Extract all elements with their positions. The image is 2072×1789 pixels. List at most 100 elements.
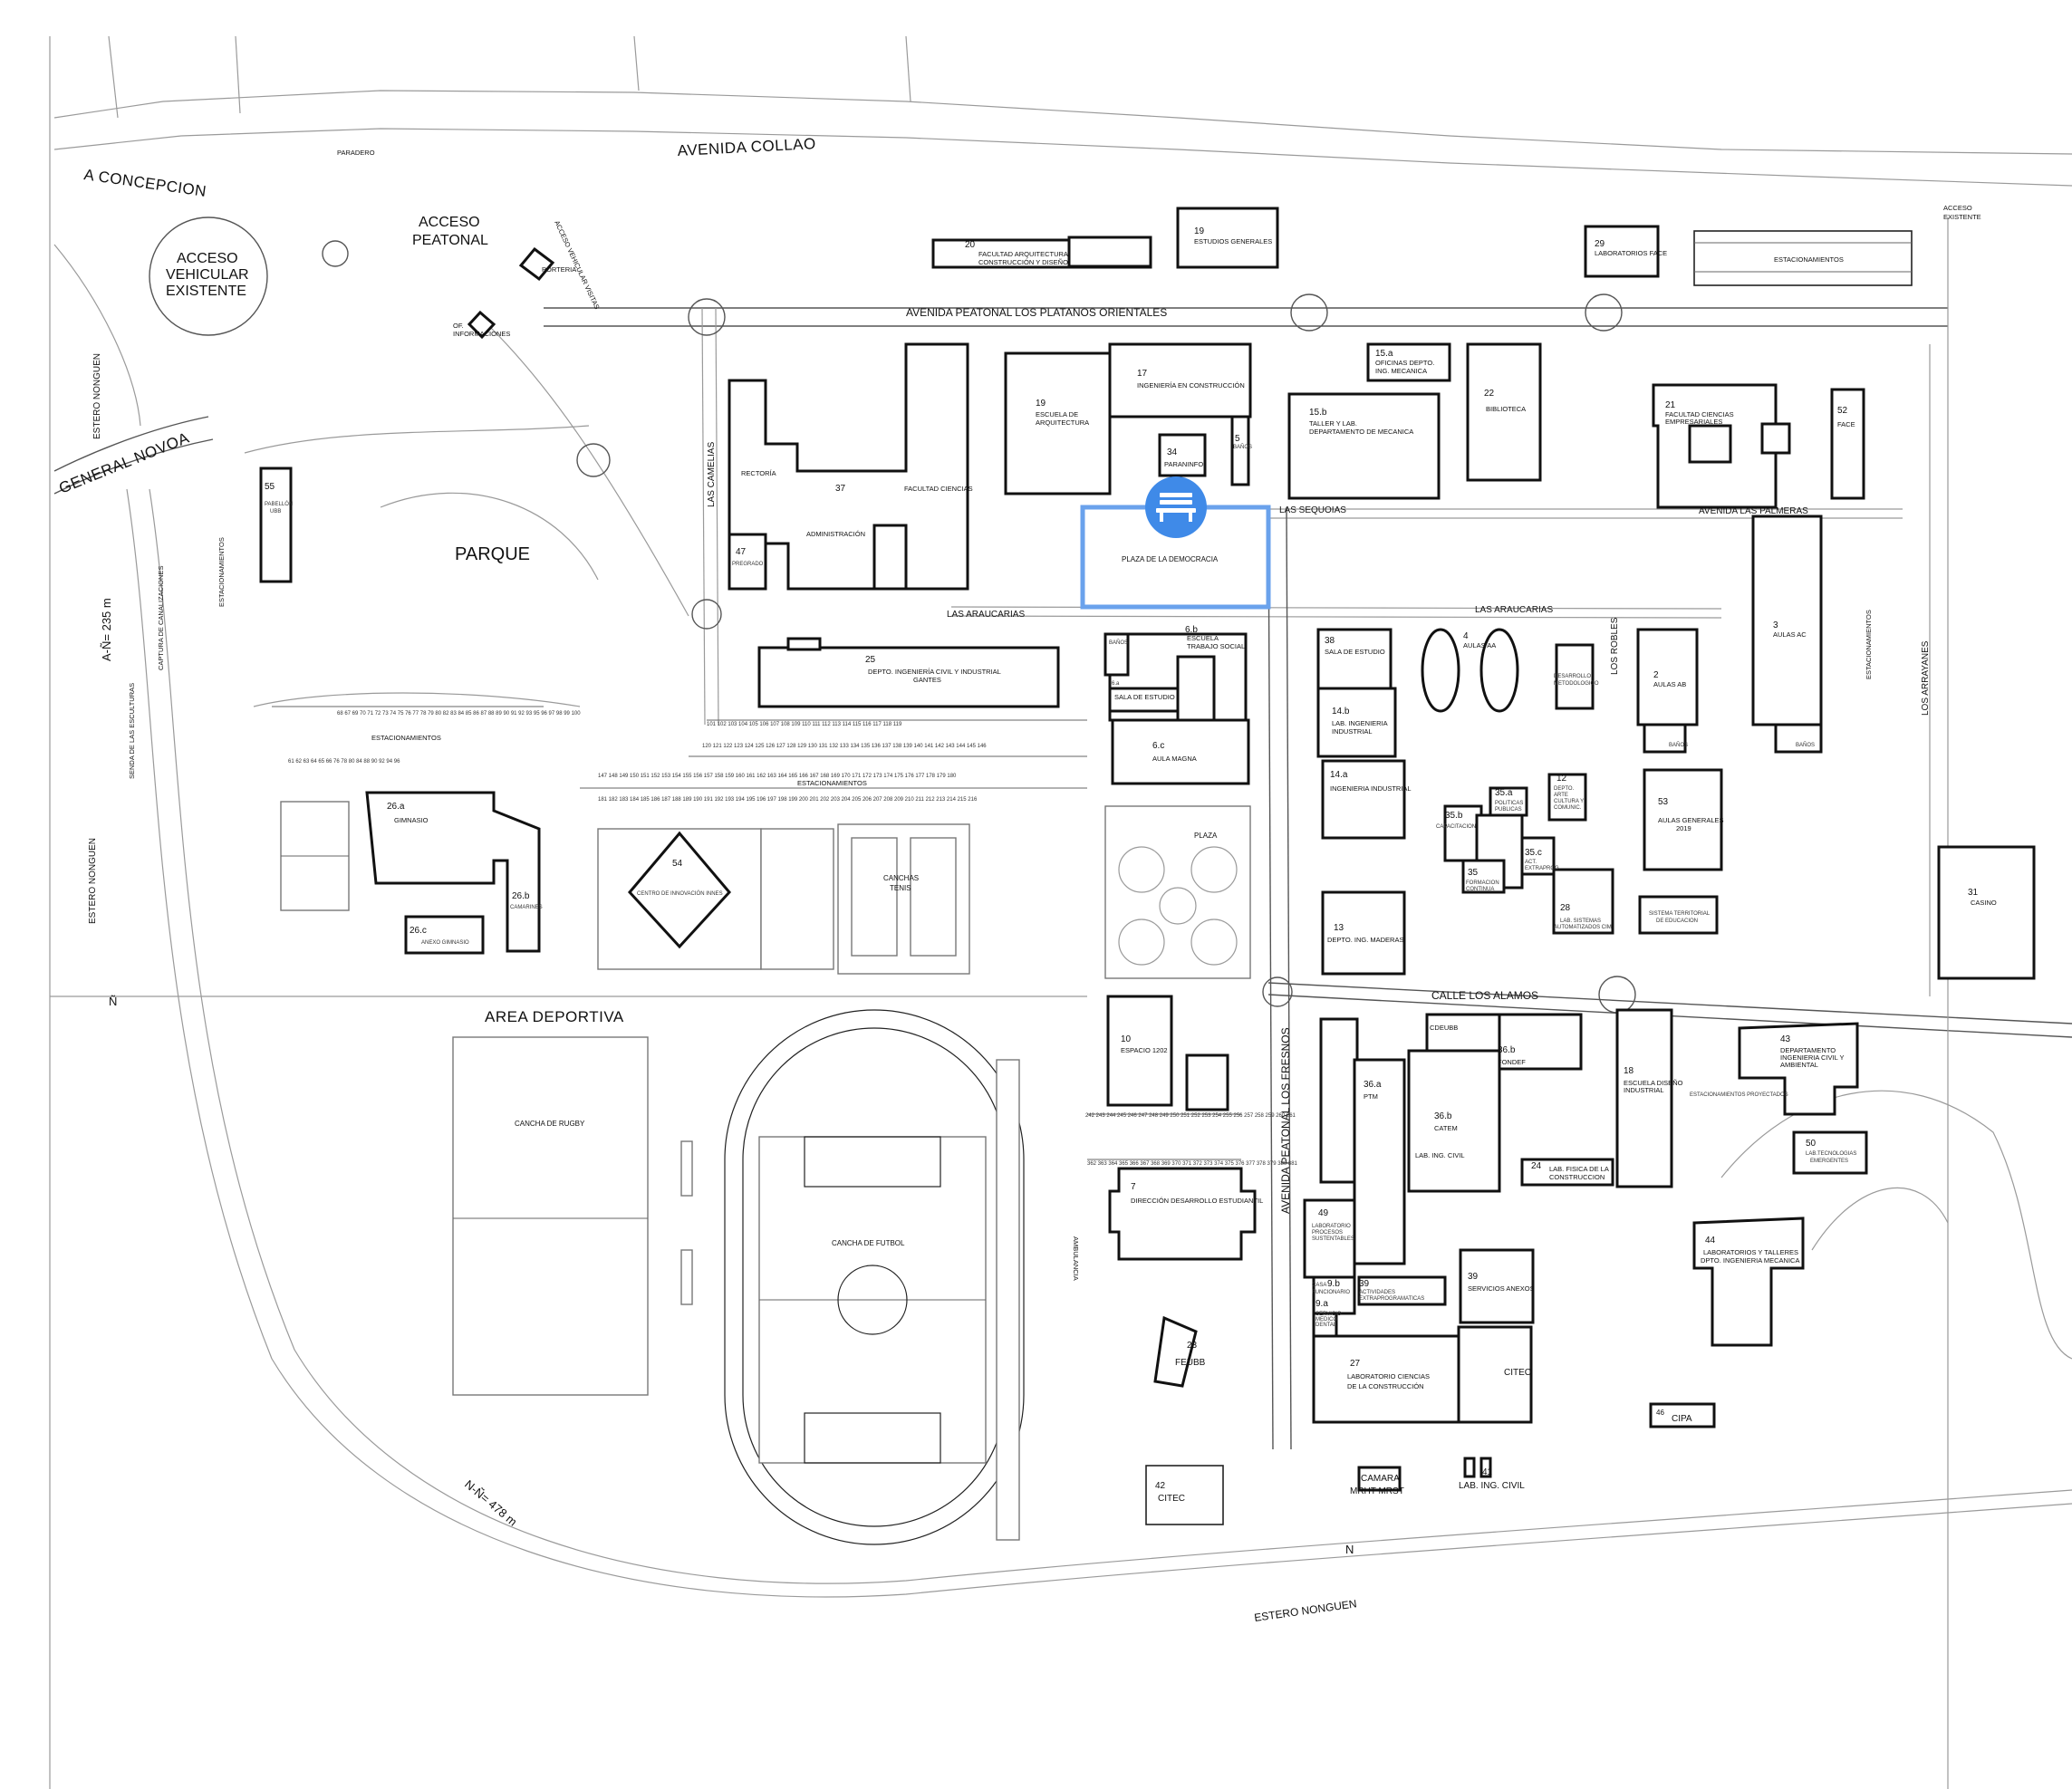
- svg-text:BAÑOS: BAÑOS: [1796, 742, 1815, 748]
- svg-text:BIBLIOTECA: BIBLIOTECA: [1486, 405, 1526, 413]
- svg-text:CIPA: CIPA: [1672, 1414, 1692, 1424]
- svg-text:FORMACION: FORMACION: [1466, 880, 1499, 886]
- svg-text:LAB. ING. CIVIL: LAB. ING. CIVIL: [1459, 1481, 1525, 1491]
- parking-row-a: 68 67 69 70 71 72 73 74 75 76 77 78 79 8…: [337, 711, 581, 717]
- svg-text:35: 35: [1468, 868, 1479, 878]
- svg-text:46: 46: [1656, 1409, 1664, 1417]
- parking-row-b: 61 62 63 64 65 66 76 78 80 84 88 90 92 9…: [288, 759, 400, 765]
- svg-text:38: 38: [1325, 636, 1335, 646]
- svg-text:DE LA CONSTRUCCIÓN: DE LA CONSTRUCCIÓN: [1347, 1382, 1424, 1390]
- label-of-info-1: OF.: [453, 322, 464, 330]
- svg-text:EXTRAPROGRAMATICAS: EXTRAPROGRAMATICAS: [1359, 1296, 1424, 1302]
- buildings: [259, 207, 2036, 1525]
- svg-text:PREGRADO: PREGRADO: [732, 562, 764, 567]
- svg-text:31: 31: [1968, 888, 1979, 898]
- svg-text:ACTIVIDADES: ACTIVIDADES: [1359, 1290, 1395, 1295]
- svg-text:PARANINFO: PARANINFO: [1164, 460, 1203, 468]
- svg-text:22: 22: [1484, 389, 1495, 399]
- svg-text:UBB: UBB: [270, 509, 281, 515]
- svg-text:BAÑOS: BAÑOS: [1109, 640, 1128, 646]
- svg-text:35.a: 35.a: [1495, 788, 1513, 798]
- label-canchas-tenis-1: CANCHAS: [883, 874, 919, 882]
- svg-text:CDEUBB: CDEUBB: [1430, 1024, 1458, 1032]
- svg-text:DEPARTAMENTO: DEPARTAMENTO: [1780, 1046, 1836, 1054]
- svg-text:SISTEMA TERRITORIAL: SISTEMA TERRITORIAL: [1649, 911, 1711, 917]
- label-ambulancia: AMBULANCIA: [1072, 1236, 1080, 1281]
- label-estacionamientos-1: ESTACIONAMIENTOS: [1774, 255, 1844, 264]
- svg-text:6.b: 6.b: [1185, 625, 1198, 635]
- svg-text:AULAS AA: AULAS AA: [1463, 641, 1496, 649]
- bench-marker[interactable]: [1145, 476, 1207, 538]
- label-porteria: PORTERIA: [542, 265, 576, 274]
- svg-text:SALA DE ESTUDIO: SALA DE ESTUDIO: [1325, 648, 1385, 656]
- svg-text:FEUBB: FEUBB: [1175, 1358, 1206, 1368]
- rugby-field: [452, 1036, 649, 1396]
- street-palmeras: AVENIDA LAS PALMERAS: [1699, 506, 1808, 516]
- svg-text:POLITICAS: POLITICAS: [1495, 801, 1523, 806]
- label-paradero: PARADERO: [337, 149, 375, 157]
- svg-text:43: 43: [1780, 1034, 1791, 1044]
- svg-text:CENTRO DE INNOVACIÓN INNES: CENTRO DE INNOVACIÓN INNES: [637, 890, 723, 897]
- street-araucarias-w: LAS ARAUCARIAS: [947, 610, 1025, 620]
- svg-text:36.a: 36.a: [1364, 1080, 1382, 1090]
- svg-text:17: 17: [1137, 369, 1148, 379]
- svg-text:TALLER Y LAB.: TALLER Y LAB.: [1309, 419, 1357, 428]
- svg-text:AUTOMATIZADOS CIM: AUTOMATIZADOS CIM: [1554, 925, 1612, 930]
- svg-text:19: 19: [1036, 399, 1046, 409]
- parking-row-g: 362 363 364 365 366 367 368 369 370 371 …: [1087, 1161, 1298, 1167]
- svg-text:39: 39: [1468, 1272, 1479, 1282]
- svg-text:CAMARA: CAMARA: [1361, 1474, 1400, 1484]
- label-estacionamientos-proy: ESTACIONAMIENTOS PROYECTADOS: [1690, 1092, 1788, 1098]
- svg-text:PROCESOS: PROCESOS: [1312, 1230, 1343, 1236]
- svg-text:CAMARINES: CAMARINES: [510, 905, 543, 910]
- label-acceso-existente-b: EXISTENTE: [1943, 213, 1981, 221]
- svg-text:DIRECCIÓN DESARROLLO ESTUDIANT: DIRECCIÓN DESARROLLO ESTUDIANTIL: [1131, 1197, 1263, 1205]
- svg-text:DESARROLLO: DESARROLLO: [1554, 674, 1591, 679]
- svg-text:54: 54: [672, 859, 683, 869]
- svg-text:OFICINAS DEPTO.: OFICINAS DEPTO.: [1375, 359, 1434, 367]
- svg-text:LABORATORIOS Y TALLERES: LABORATORIOS Y TALLERES: [1703, 1248, 1798, 1256]
- svg-text:MRHT MRST: MRHT MRST: [1350, 1486, 1404, 1496]
- svg-text:ADMINISTRACIÓN: ADMINISTRACIÓN: [806, 530, 865, 538]
- svg-text:AMBIENTAL: AMBIENTAL: [1780, 1061, 1818, 1069]
- svg-text:39: 39: [1359, 1279, 1370, 1289]
- street-estero-nonguen-s: ESTERO NONGUEN: [1253, 1597, 1357, 1624]
- label-of-info-2: INFORMACIONES: [453, 330, 510, 338]
- street-robles: LOS ROBLES: [1610, 617, 1620, 675]
- svg-text:AULAS AB: AULAS AB: [1653, 680, 1686, 688]
- svg-text:ACT.: ACT.: [1525, 860, 1537, 865]
- label-acceso-peatonal-2: PEATONAL: [412, 233, 488, 248]
- building-banos-2: BAÑOS: [1669, 742, 1688, 748]
- svg-text:SERVICIOS ANEXOS: SERVICIOS ANEXOS: [1468, 1284, 1535, 1293]
- building-camara: CAMARA MRHT MRST: [1350, 1474, 1404, 1496]
- svg-text:13: 13: [1334, 923, 1344, 933]
- svg-text:20: 20: [965, 240, 976, 250]
- svg-text:28: 28: [1560, 903, 1571, 913]
- road-network: [49, 35, 2072, 1789]
- svg-text:FACULTAD CIENCIAS: FACULTAD CIENCIAS: [1665, 410, 1734, 418]
- label-estacionamientos-2: ESTACIONAMIENTOS: [371, 734, 441, 742]
- label-cancha-futbol: CANCHA DE FUTBOL: [832, 1239, 905, 1247]
- svg-text:AULAS GENERALES: AULAS GENERALES: [1658, 816, 1724, 824]
